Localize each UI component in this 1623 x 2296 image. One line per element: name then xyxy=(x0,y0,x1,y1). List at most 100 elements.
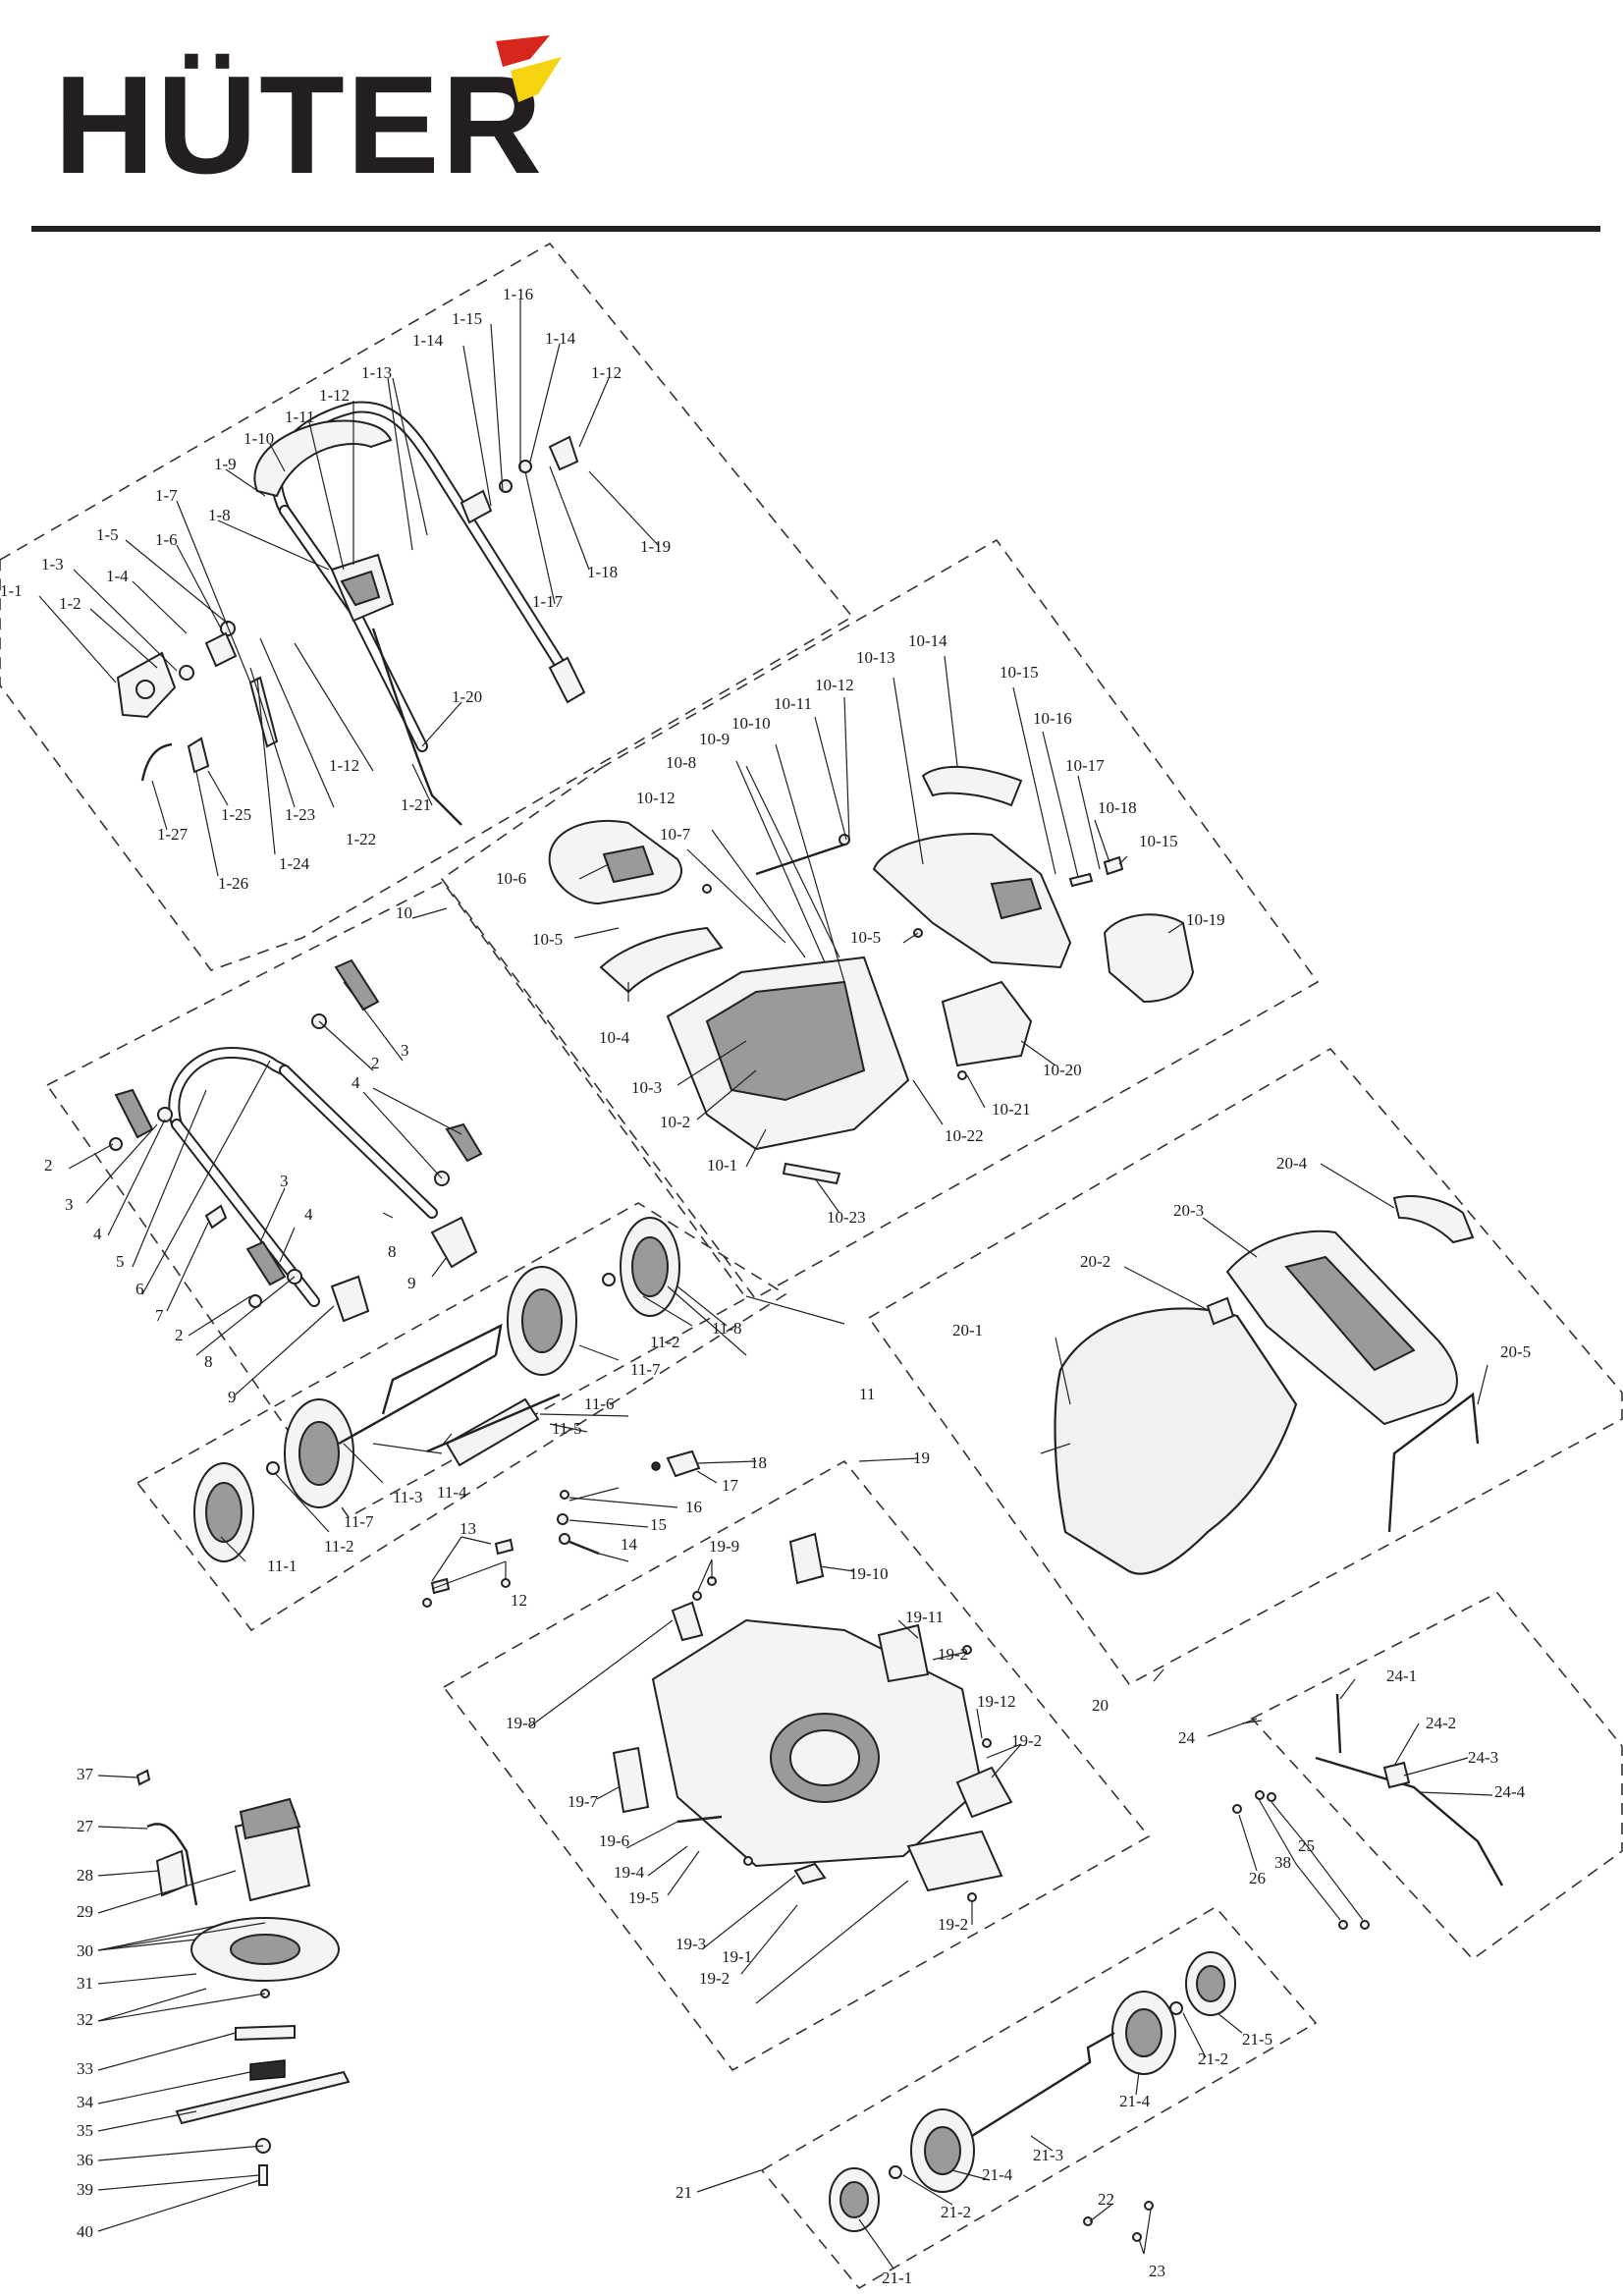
bracket-24-2 xyxy=(1382,1761,1411,1789)
part-label-11-4: 11-4 xyxy=(437,1483,467,1502)
part-label-21-1: 21-1 xyxy=(882,2269,912,2287)
part-label-10-4: 10-4 xyxy=(599,1028,630,1047)
part-label-19-11: 19-11 xyxy=(905,1608,944,1626)
part-label-1-12: 1-12 xyxy=(329,756,359,775)
part-label-4: 4 xyxy=(93,1225,102,1243)
part-label-32: 32 xyxy=(77,2010,93,2029)
part-label-21-2: 21-2 xyxy=(1198,2050,1228,2068)
part-label-10-13: 10-13 xyxy=(856,648,895,667)
part-label-20-2: 20-2 xyxy=(1080,1252,1110,1271)
sensor-18 xyxy=(666,1449,701,1478)
part-label-15: 15 xyxy=(650,1515,667,1534)
group-11-outline xyxy=(135,1202,787,1632)
part-label-21-4: 21-4 xyxy=(1119,2092,1151,2110)
part-label-10-23: 10-23 xyxy=(827,1208,866,1227)
part-label-35: 35 xyxy=(77,2121,93,2140)
part-label-24-3: 24-3 xyxy=(1468,1748,1498,1767)
part-label-10-12: 10-12 xyxy=(815,676,854,694)
group-11-parts xyxy=(193,1217,680,1562)
box-10-20 xyxy=(941,980,1033,1067)
part-label-10-19: 10-19 xyxy=(1186,910,1225,929)
part-label-19-6: 19-6 xyxy=(599,1831,629,1850)
part-label-19: 19 xyxy=(913,1449,930,1467)
part-label-1-19: 1-19 xyxy=(640,537,671,556)
lever-right xyxy=(445,1122,483,1163)
part-label-1-3: 1-3 xyxy=(41,555,64,574)
part-label-10-6: 10-6 xyxy=(496,869,526,888)
part-37 xyxy=(135,1769,151,1786)
lower-handle-parts xyxy=(109,958,483,1323)
part-label-20-1: 20-1 xyxy=(952,1321,983,1339)
part-label-21-5: 21-5 xyxy=(1242,2030,1272,2049)
part-label-11-5: 11-5 xyxy=(552,1419,582,1438)
group-21-parts xyxy=(829,1951,1236,2242)
lever-upper-right xyxy=(334,958,380,1011)
part-label-10-18: 10-18 xyxy=(1098,798,1137,817)
part-label-26: 26 xyxy=(1249,1869,1266,1887)
part-label-8: 8 xyxy=(388,1242,397,1261)
part-label-19-8: 19-8 xyxy=(506,1714,536,1732)
part-label-20-4: 20-4 xyxy=(1276,1154,1308,1173)
part-label-9: 9 xyxy=(407,1274,416,1292)
part-label-10-5: 10-5 xyxy=(850,928,881,947)
handle-knob-right xyxy=(460,489,493,524)
part-label-1-26: 1-26 xyxy=(218,874,248,893)
part-label-10-15: 10-15 xyxy=(1000,663,1039,682)
part-label-20-3: 20-3 xyxy=(1173,1201,1204,1220)
brand-logo: HÜTER xyxy=(54,35,562,203)
part-label-19-2: 19-2 xyxy=(938,1915,968,1934)
part-label-19-2: 19-2 xyxy=(1011,1731,1042,1750)
leader-lines xyxy=(38,300,1493,2269)
part-label-4: 4 xyxy=(352,1073,360,1092)
plate-19-11 xyxy=(877,1623,930,1683)
part-label-20: 20 xyxy=(1092,1696,1109,1715)
part-label-1-10: 1-10 xyxy=(243,429,274,448)
part-label-1-8: 1-8 xyxy=(208,506,231,524)
group-19-parts xyxy=(612,1532,1013,1902)
part-label-19-5: 19-5 xyxy=(628,1888,659,1907)
adapter-34 xyxy=(249,2059,286,2081)
part-label-1-9: 1-9 xyxy=(214,455,237,473)
part-label-14: 14 xyxy=(621,1535,638,1554)
part-label-11-3: 11-3 xyxy=(393,1488,423,1506)
part-19-3 xyxy=(793,1862,827,1886)
part-label-1-6: 1-6 xyxy=(155,530,178,549)
part-label-19-7: 19-7 xyxy=(568,1792,599,1811)
part-label-10-14: 10-14 xyxy=(908,631,947,650)
part-label-10-15: 10-15 xyxy=(1139,832,1178,850)
group-1-outline xyxy=(0,242,854,971)
part-label-10-5: 10-5 xyxy=(532,930,563,949)
part-label-5: 5 xyxy=(116,1252,125,1271)
part-label-10-2: 10-2 xyxy=(660,1113,690,1131)
part-label-11-7: 11-7 xyxy=(344,1512,374,1531)
part-label-19-1: 19-1 xyxy=(722,1947,752,1966)
part-label-10-17: 10-17 xyxy=(1065,756,1105,775)
part-label-30: 30 xyxy=(77,1941,93,1960)
lever-lower xyxy=(245,1240,287,1286)
part-label-11-6: 11-6 xyxy=(584,1394,615,1413)
part-label-1-2: 1-2 xyxy=(59,594,81,613)
part-label-17: 17 xyxy=(722,1476,739,1495)
part-label-1-14: 1-14 xyxy=(545,329,576,348)
part-label-24-4: 24-4 xyxy=(1494,1782,1526,1801)
part-label-11-7: 11-7 xyxy=(630,1360,661,1379)
part-label-1-16: 1-16 xyxy=(503,285,533,303)
part-label-1-12: 1-12 xyxy=(319,386,350,405)
roller-11-4 xyxy=(445,1397,540,1467)
part-label-10-20: 10-20 xyxy=(1043,1061,1082,1079)
bracket-9-right xyxy=(430,1216,478,1269)
group-19-outline xyxy=(442,1459,1151,2072)
group-10-outline xyxy=(440,538,1320,1300)
logo-red-stripe xyxy=(496,35,550,67)
knob-1-26 xyxy=(187,737,210,774)
part-label-16: 16 xyxy=(685,1498,702,1516)
part-label-19-10: 19-10 xyxy=(849,1564,889,1583)
block-19-12 xyxy=(955,1766,1013,1819)
cable-1-27 xyxy=(140,742,173,782)
strip-19-6 xyxy=(676,1815,723,1824)
rod-11-6 xyxy=(426,1393,561,1453)
part-label-10-10: 10-10 xyxy=(731,714,771,733)
part-label-1-13: 1-13 xyxy=(361,363,392,382)
